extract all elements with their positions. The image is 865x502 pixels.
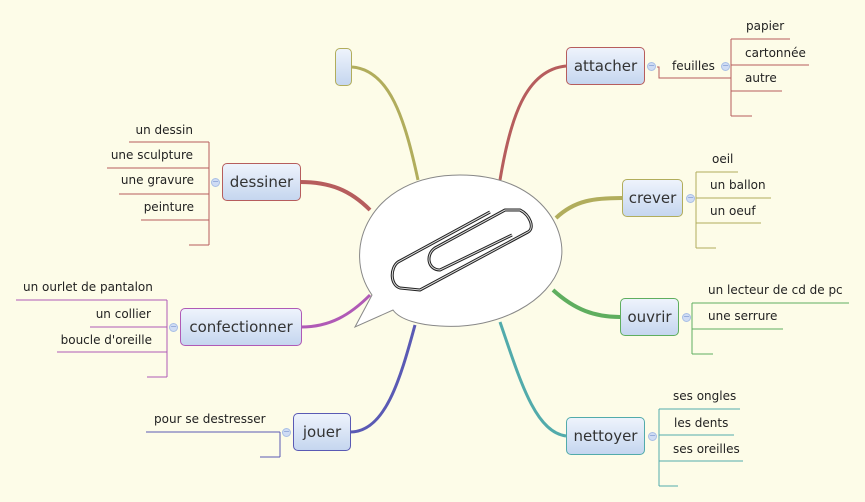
collapse-toggle[interactable]: − bbox=[169, 322, 178, 332]
subtopic-feuilles[interactable]: feuilles bbox=[672, 59, 715, 73]
leaf[interactable]: peinture bbox=[143, 200, 194, 214]
leaf[interactable]: un lecteur de cd de pc bbox=[708, 283, 843, 297]
leaf[interactable]: les dents bbox=[674, 416, 729, 430]
leaf[interactable]: un dessin bbox=[135, 123, 193, 137]
leaf[interactable]: ses ongles bbox=[673, 389, 737, 403]
topic-crever[interactable]: crever bbox=[622, 179, 683, 217]
leaf[interactable]: boucle d'oreille bbox=[60, 333, 152, 347]
collapse-toggle[interactable]: − bbox=[211, 177, 220, 187]
leaf[interactable]: papier bbox=[746, 19, 785, 33]
topic-attacher[interactable]: attacher bbox=[566, 47, 645, 85]
collapse-toggle[interactable]: − bbox=[721, 61, 730, 71]
topic-empty[interactable] bbox=[335, 48, 352, 86]
collapse-toggle[interactable]: − bbox=[682, 312, 691, 322]
central-bubble bbox=[353, 174, 563, 329]
leaf[interactable]: un ourlet de pantalon bbox=[23, 280, 153, 294]
topic-jouer[interactable]: jouer bbox=[293, 413, 351, 451]
collapse-toggle[interactable]: − bbox=[648, 431, 657, 441]
leaf[interactable]: une gravure bbox=[120, 173, 194, 187]
leaf[interactable]: un ballon bbox=[710, 178, 766, 192]
leaf[interactable]: oeil bbox=[712, 152, 734, 166]
topic-ouvrir[interactable]: ouvrir bbox=[620, 298, 679, 336]
collapse-toggle[interactable]: − bbox=[282, 427, 291, 437]
leaf[interactable]: pour se destresser bbox=[154, 412, 266, 426]
collapse-toggle[interactable]: − bbox=[686, 193, 695, 203]
leaf[interactable]: une serrure bbox=[708, 309, 778, 323]
leaf[interactable]: un oeuf bbox=[710, 204, 756, 218]
leaf[interactable]: un collier bbox=[95, 307, 151, 321]
topic-confectionner[interactable]: confectionner bbox=[180, 308, 302, 346]
leaf[interactable]: autre bbox=[745, 71, 777, 85]
leaf[interactable]: cartonnée bbox=[745, 46, 806, 60]
topic-nettoyer[interactable]: nettoyer bbox=[566, 417, 645, 455]
topic-dessiner[interactable]: dessiner bbox=[222, 163, 301, 201]
leaf[interactable]: ses oreilles bbox=[673, 442, 740, 456]
leaf[interactable]: une sculpture bbox=[110, 148, 193, 162]
collapse-toggle[interactable]: − bbox=[647, 61, 656, 71]
